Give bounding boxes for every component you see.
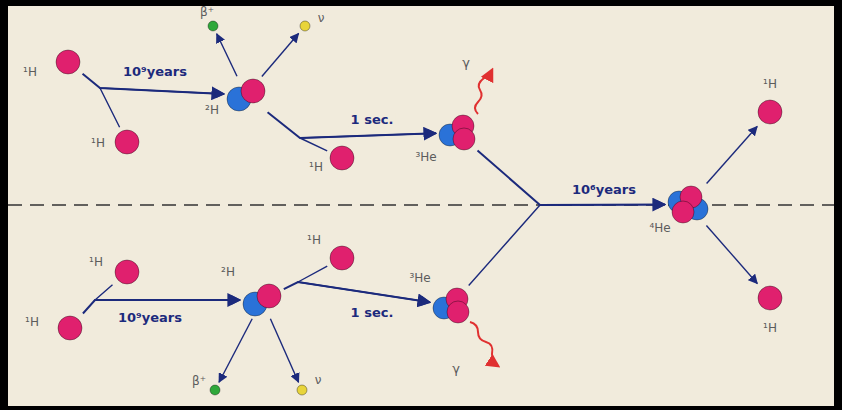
neutrino: ν [299,20,311,32]
helium4-nucleus: ⁴He [667,185,709,224]
particle-label: ¹H [307,234,321,246]
particle-label: ⁴He [649,222,670,234]
positron: β⁺ [209,384,221,396]
time-label: 10⁹years [116,311,184,325]
particle [758,100,782,124]
proton: ¹H [57,315,83,341]
reaction-arrow [100,88,224,127]
deuteron: ²H [242,283,282,317]
particle-label: ³He [409,272,430,284]
reaction-arrow [262,34,299,77]
particle-shape [242,283,282,317]
particle-label: ²H [205,104,219,116]
proton: ¹H [329,245,355,271]
proton: ¹H [757,285,783,311]
particle-label: ²H [221,266,235,278]
particle-shape [757,285,783,311]
particle-shape [114,129,140,155]
reaction-arrow [469,205,665,286]
particle-label: ν [315,374,322,386]
particle [453,128,475,150]
particle [58,316,82,340]
gamma-wave [475,70,492,114]
particle-shape [438,114,476,151]
time-label: 1 sec. [349,306,396,320]
particle [758,286,782,310]
proton: ¹H [114,129,140,155]
particle-label: ¹H [89,256,103,268]
particle-shape [207,20,219,32]
particle-shape [329,145,355,171]
particle-shape [114,259,140,285]
gamma-label: γ [452,362,460,375]
time-label: 1 sec. [349,113,396,127]
divider-line [8,204,834,206]
reaction-arrow [298,266,430,302]
deuteron: ²H [226,78,266,112]
proton: ¹H [114,259,140,285]
reaction-arrow [300,133,436,151]
reaction-arrow [270,319,298,382]
proton: ¹H [329,145,355,171]
particle-shape [209,384,221,396]
particle [56,50,80,74]
particle-label: β⁺ [192,375,206,387]
particle [447,301,469,323]
particle [257,284,281,308]
particle-shape [757,99,783,125]
reaction-arrow [95,285,240,300]
time-label: 10⁶years [570,183,638,197]
particle-label: ¹H [91,137,105,149]
particle [297,385,307,395]
particle-label: ¹H [763,78,777,90]
particle-label: β⁺ [200,6,214,18]
reaction-arrow [217,34,237,76]
particle [115,130,139,154]
particle-label: ¹H [23,66,37,78]
particle-label: ν [318,12,325,24]
particle [300,21,310,31]
particle-shape [667,185,709,224]
proton: ¹H [757,99,783,125]
particle-shape [55,49,81,75]
reaction-arrow [706,226,757,284]
particle [672,201,694,223]
particle-label: ¹H [309,161,323,173]
particle-shape [432,287,470,324]
particle-shape [299,20,311,32]
particle [210,385,220,395]
gamma-wave [470,322,498,366]
neutrino: ν [296,384,308,396]
helium3-nucleus: ³He [432,287,470,324]
particle [241,79,265,103]
particle-label: ¹H [25,316,39,328]
reaction-arrow [219,319,252,382]
particle-shape [329,245,355,271]
particle-shape [226,78,266,112]
particle [208,21,218,31]
gamma-label: γ [462,56,470,69]
particle-label: ¹H [763,322,777,334]
reaction-arrow [478,150,665,205]
particle [330,246,354,270]
time-label: 10⁹years [121,65,189,79]
particle-label: ³He [415,151,436,163]
particle-shape [296,384,308,396]
proton: ¹H [55,49,81,75]
particle [330,146,354,170]
positron: β⁺ [207,20,219,32]
particle-shape [57,315,83,341]
helium3-nucleus: ³He [438,114,476,151]
particle [115,260,139,284]
reaction-arrow [707,126,758,183]
